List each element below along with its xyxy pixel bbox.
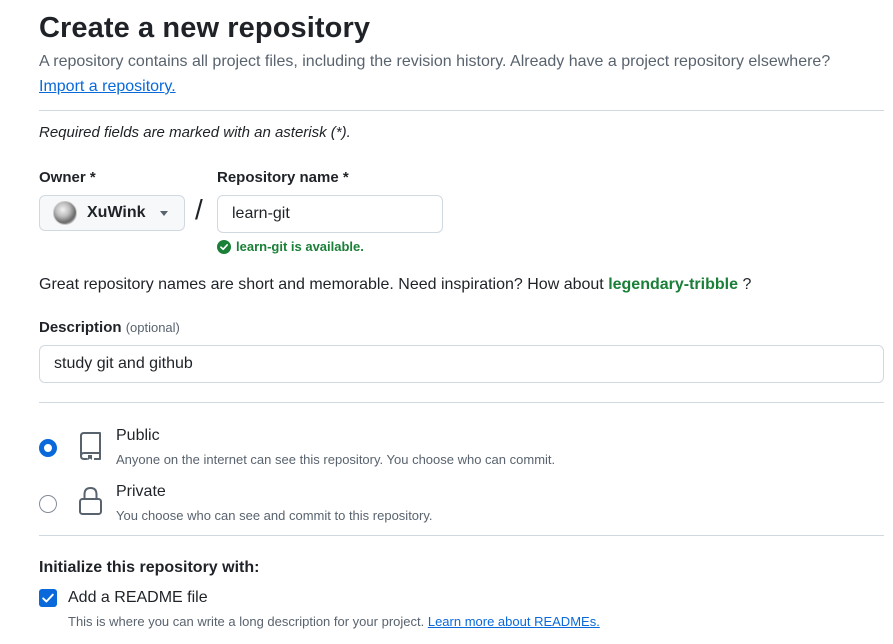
owner-label: Owner * (39, 169, 96, 186)
description-input[interactable] (39, 345, 884, 383)
owner-repo-separator: / (195, 194, 203, 225)
initialize-heading: Initialize this repository with: (39, 559, 260, 576)
page-subtitle: A repository contains all project files,… (39, 53, 831, 70)
readme-description-text: This is where you can write a long descr… (68, 614, 425, 629)
suggested-name-link[interactable]: legendary-tribble (608, 276, 738, 293)
avatar (53, 201, 77, 225)
visibility-option-private[interactable]: Private You choose who can see and commi… (39, 482, 884, 532)
required-fields-note: Required fields are marked with an aster… (39, 124, 351, 141)
add-readme-label[interactable]: Add a README file (68, 589, 208, 606)
check-icon (42, 593, 54, 603)
learn-more-readmes-link[interactable]: Learn more about READMEs. (427, 614, 600, 629)
repository-name-label: Repository name * (217, 169, 349, 186)
description-label: Description (optional) (39, 319, 180, 336)
lock-icon (79, 486, 102, 515)
description-label-text: Description (39, 319, 122, 336)
header-divider (39, 110, 884, 111)
optional-hint: (optional) (125, 320, 180, 335)
chevron-down-icon (159, 210, 168, 216)
owner-select-button[interactable]: XuWink (39, 195, 185, 231)
suggestion-prefix: Great repository names are short and mem… (39, 276, 604, 293)
private-description: You choose who can see and commit to thi… (116, 508, 433, 523)
private-title: Private (116, 483, 166, 500)
availability-text: learn-git is available. (236, 239, 364, 254)
description-divider (39, 402, 884, 403)
name-suggestion: Great repository names are short and mem… (39, 276, 751, 294)
check-circle-fill-icon (217, 239, 231, 254)
owner-name: XuWink (87, 204, 146, 221)
private-radio[interactable] (39, 495, 57, 513)
import-repository-link[interactable]: Import a repository. (39, 78, 176, 95)
readme-description: This is where you can write a long descr… (68, 614, 600, 629)
public-radio[interactable] (39, 439, 57, 457)
repository-name-input[interactable] (217, 195, 443, 233)
public-title: Public (116, 427, 160, 444)
availability-message: learn-git is available. (217, 239, 364, 254)
suggestion-suffix: ? (742, 276, 752, 293)
visibility-divider (39, 535, 884, 536)
repo-icon (80, 432, 101, 460)
page-title: Create a new repository (39, 12, 371, 44)
add-readme-checkbox[interactable] (39, 589, 57, 607)
visibility-option-public[interactable]: Public Anyone on the internet can see th… (39, 426, 884, 476)
public-description: Anyone on the internet can see this repo… (116, 452, 556, 467)
